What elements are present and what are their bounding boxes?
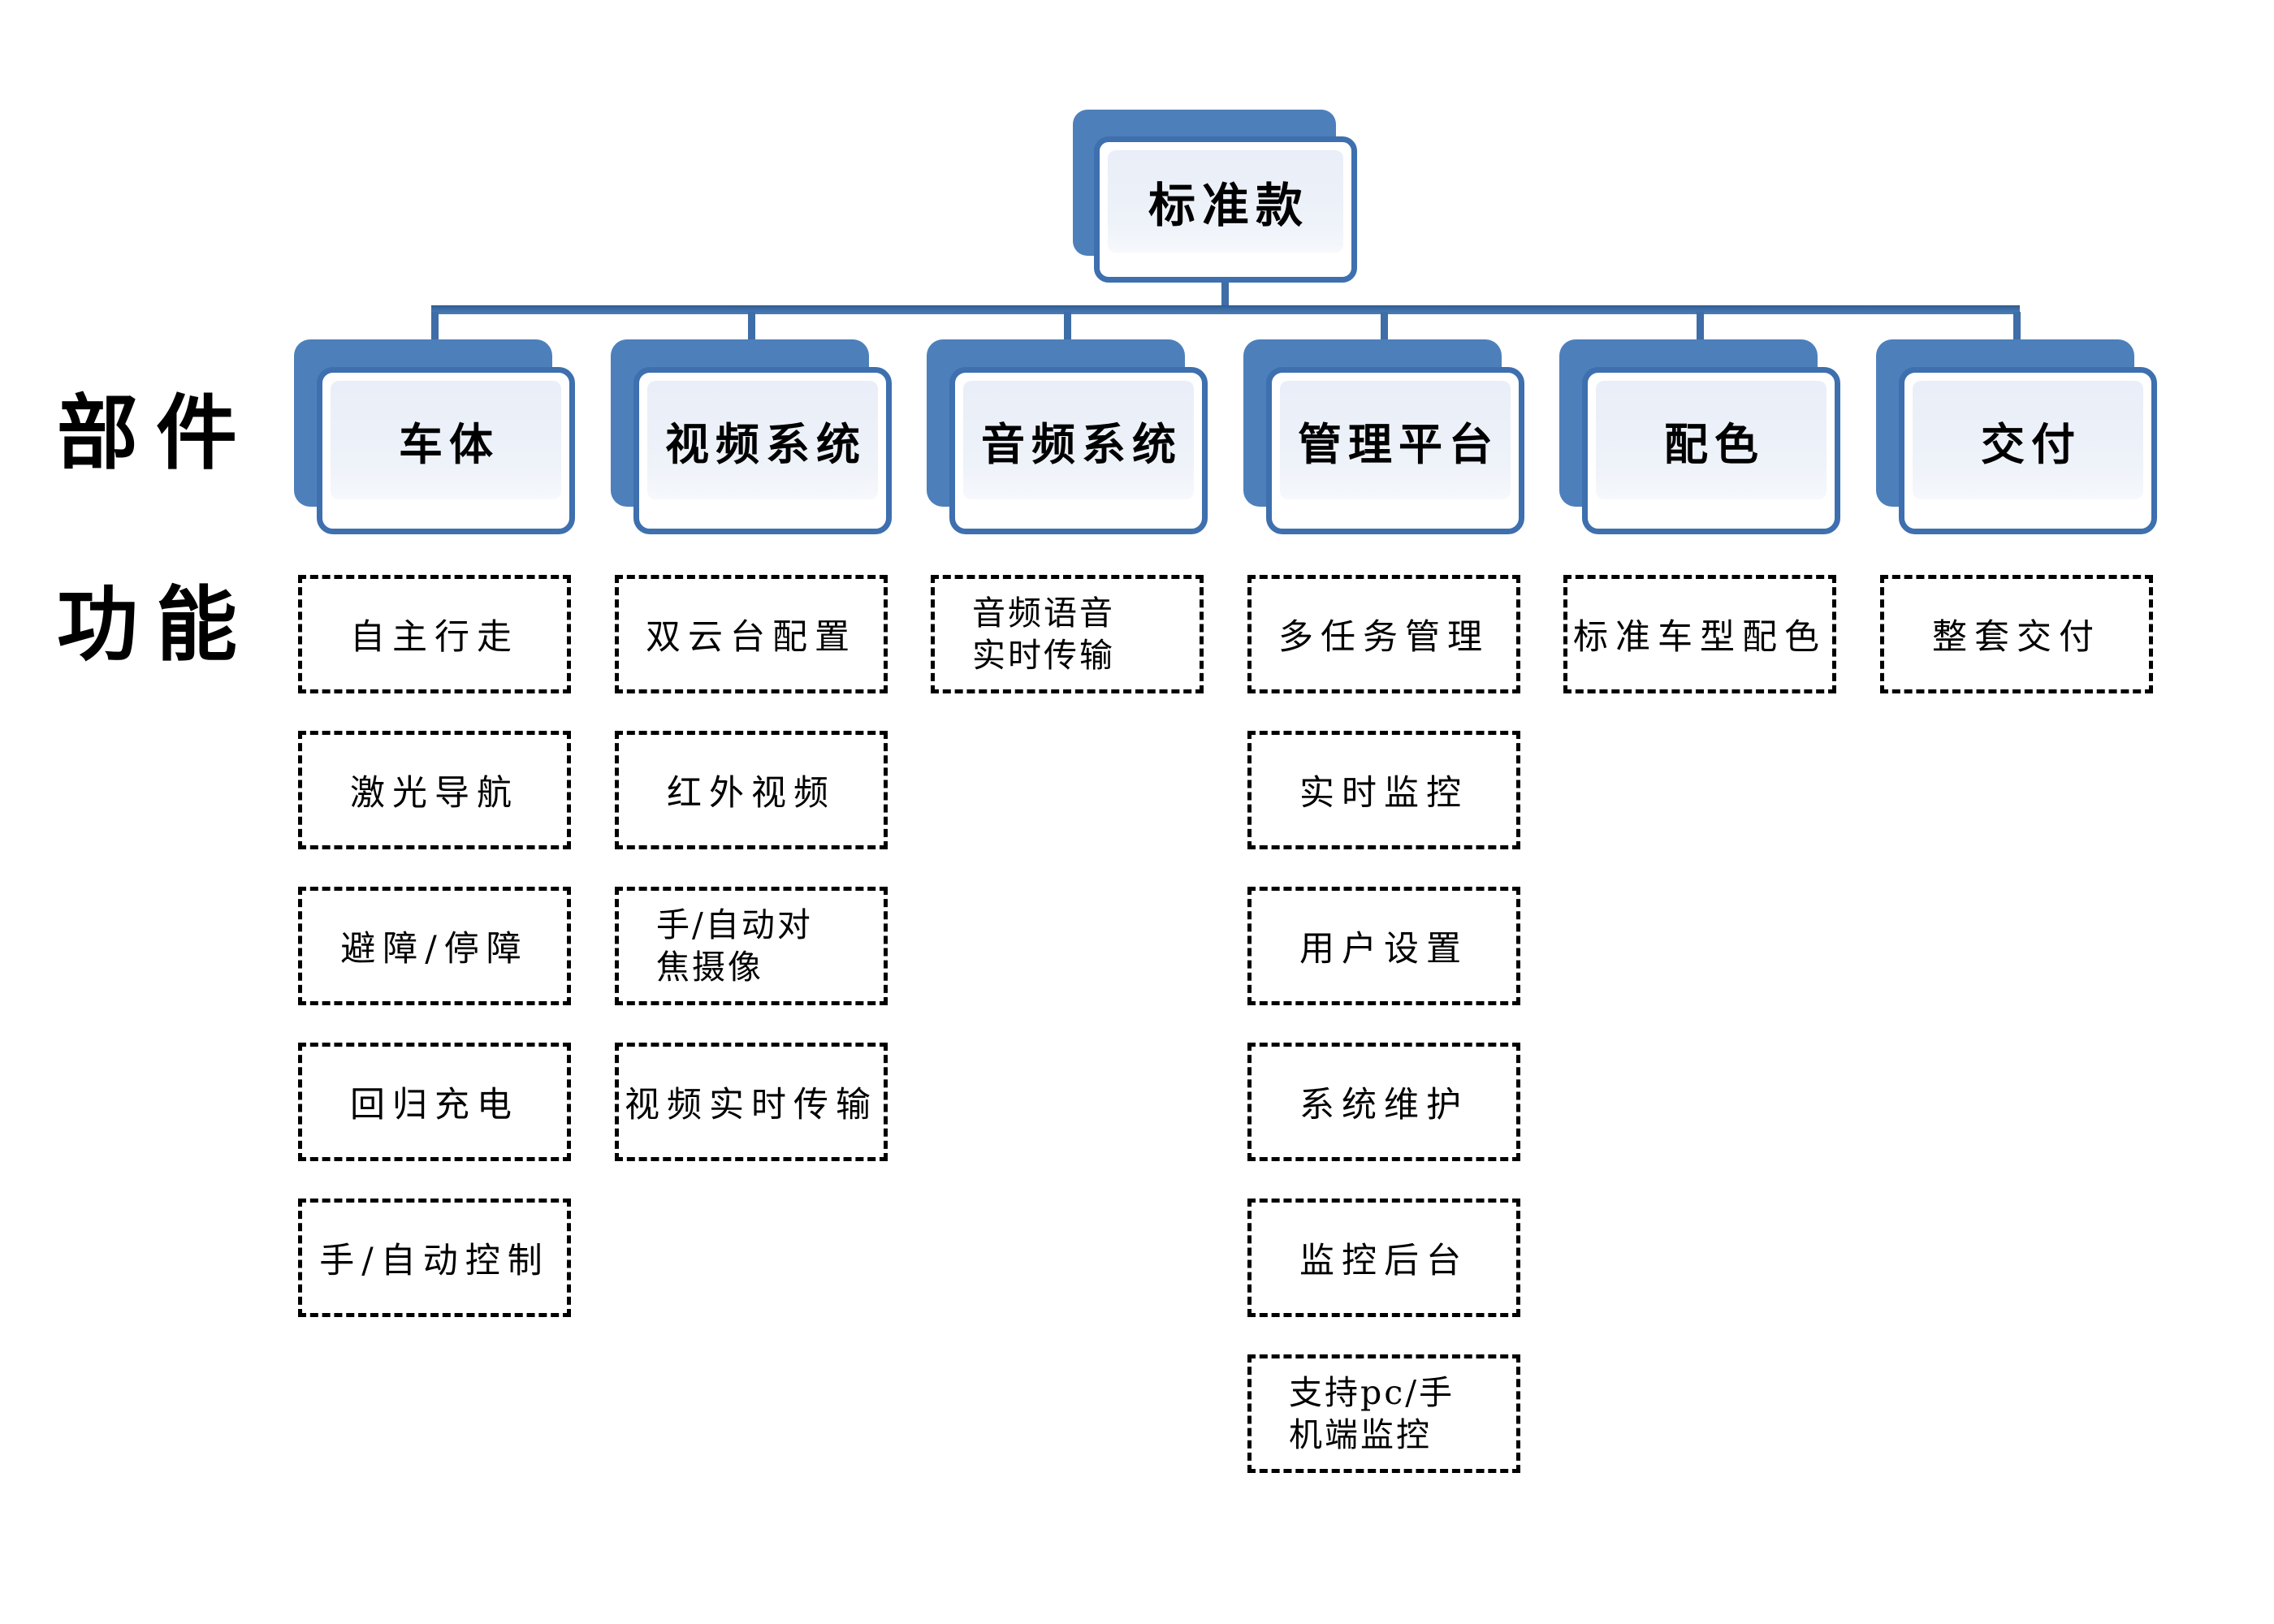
feature-label: 红外视频 bbox=[667, 773, 836, 814]
feature-box: 标准车型配色 bbox=[1563, 575, 1836, 693]
component-node: 车体 bbox=[294, 339, 575, 534]
feature-label: 系统维护 bbox=[1299, 1085, 1468, 1125]
component-node: 视频系统 bbox=[611, 339, 892, 534]
feature-label: 实时监控 bbox=[1299, 773, 1468, 814]
feature-label: 避障/停障 bbox=[340, 929, 529, 970]
feature-label: 整套交付 bbox=[1932, 617, 2101, 658]
feature-box: 自主行走 bbox=[298, 575, 571, 693]
connector-bar bbox=[431, 305, 2020, 314]
row-label-functions: 功能 bbox=[57, 577, 255, 672]
feature-label: 回归充电 bbox=[350, 1085, 519, 1125]
card-inner-panel: 视频系统 bbox=[647, 381, 878, 499]
feature-box: 监控后台 bbox=[1247, 1199, 1520, 1317]
component-node: 交付 bbox=[1876, 339, 2157, 534]
card-front-shape: 标准款 bbox=[1094, 136, 1357, 283]
feature-label: 双云台配置 bbox=[646, 617, 857, 658]
feature-box: 用户设置 bbox=[1247, 887, 1520, 1005]
feature-label: 手/自动对 焦摄像 bbox=[656, 905, 813, 987]
feature-box: 避障/停障 bbox=[298, 887, 571, 1005]
connector-stub bbox=[1064, 312, 1071, 346]
connector-stub bbox=[748, 312, 755, 346]
feature-label: 多任务管理 bbox=[1278, 617, 1489, 658]
card-inner-panel: 音频系统 bbox=[963, 381, 1194, 499]
card-inner-panel: 配色 bbox=[1596, 381, 1827, 499]
feature-label: 用户设置 bbox=[1299, 929, 1468, 970]
feature-box: 双云台配置 bbox=[615, 575, 888, 693]
feature-box: 整套交付 bbox=[1880, 575, 2153, 693]
feature-box: 红外视频 bbox=[615, 731, 888, 849]
row-label-components: 部件 bbox=[57, 385, 255, 481]
feature-label: 音频语音 实时传输 bbox=[972, 593, 1115, 675]
feature-box: 视频实时传输 bbox=[615, 1043, 888, 1161]
card-inner-panel: 交付 bbox=[1913, 381, 2143, 499]
card-inner-panel: 车体 bbox=[331, 381, 561, 499]
connector-stub bbox=[431, 312, 439, 346]
feature-box: 系统维护 bbox=[1247, 1043, 1520, 1161]
component-node-label: 配色 bbox=[1664, 417, 1765, 470]
card-front-shape: 视频系统 bbox=[633, 367, 892, 534]
feature-box: 手/自动控制 bbox=[298, 1199, 571, 1317]
feature-box: 多任务管理 bbox=[1247, 575, 1520, 693]
feature-box: 实时监控 bbox=[1247, 731, 1520, 849]
feature-box: 手/自动对 焦摄像 bbox=[615, 887, 888, 1005]
card-front-shape: 车体 bbox=[317, 367, 575, 534]
feature-box: 激光导航 bbox=[298, 731, 571, 849]
feature-label: 标准车型配色 bbox=[1573, 617, 1827, 658]
connector-stub bbox=[2013, 312, 2021, 346]
feature-label: 支持pc/手 机端监控 bbox=[1289, 1372, 1455, 1454]
connector-stub bbox=[1381, 312, 1388, 346]
feature-box: 音频语音 实时传输 bbox=[931, 575, 1204, 693]
component-node-label: 车体 bbox=[399, 417, 499, 470]
component-node: 音频系统 bbox=[927, 339, 1208, 534]
root-node-label: 标准款 bbox=[1148, 178, 1309, 233]
feature-label: 激光导航 bbox=[350, 773, 519, 814]
card-front-shape: 交付 bbox=[1899, 367, 2157, 534]
card-front-shape: 配色 bbox=[1582, 367, 1840, 534]
card-front-shape: 管理平台 bbox=[1266, 367, 1524, 534]
card-inner-panel: 管理平台 bbox=[1280, 381, 1511, 499]
feature-label: 视频实时传输 bbox=[625, 1085, 878, 1125]
component-node-label: 管理平台 bbox=[1298, 417, 1499, 470]
feature-label: 自主行走 bbox=[350, 617, 519, 658]
root-connector-stem bbox=[1221, 279, 1229, 309]
component-node-label: 音频系统 bbox=[981, 417, 1182, 470]
card-inner-panel: 标准款 bbox=[1108, 150, 1343, 253]
component-node: 配色 bbox=[1559, 339, 1840, 534]
feature-label: 监控后台 bbox=[1299, 1241, 1468, 1281]
component-node: 管理平台 bbox=[1243, 339, 1524, 534]
component-node-label: 交付 bbox=[1981, 417, 2082, 470]
card-front-shape: 音频系统 bbox=[949, 367, 1208, 534]
connector-stub bbox=[1697, 312, 1704, 346]
root-node: 标准款 bbox=[1073, 110, 1357, 283]
feature-label: 手/自动控制 bbox=[319, 1241, 550, 1281]
feature-box: 支持pc/手 机端监控 bbox=[1247, 1354, 1520, 1473]
feature-box: 回归充电 bbox=[298, 1043, 571, 1161]
component-node-label: 视频系统 bbox=[665, 417, 867, 470]
